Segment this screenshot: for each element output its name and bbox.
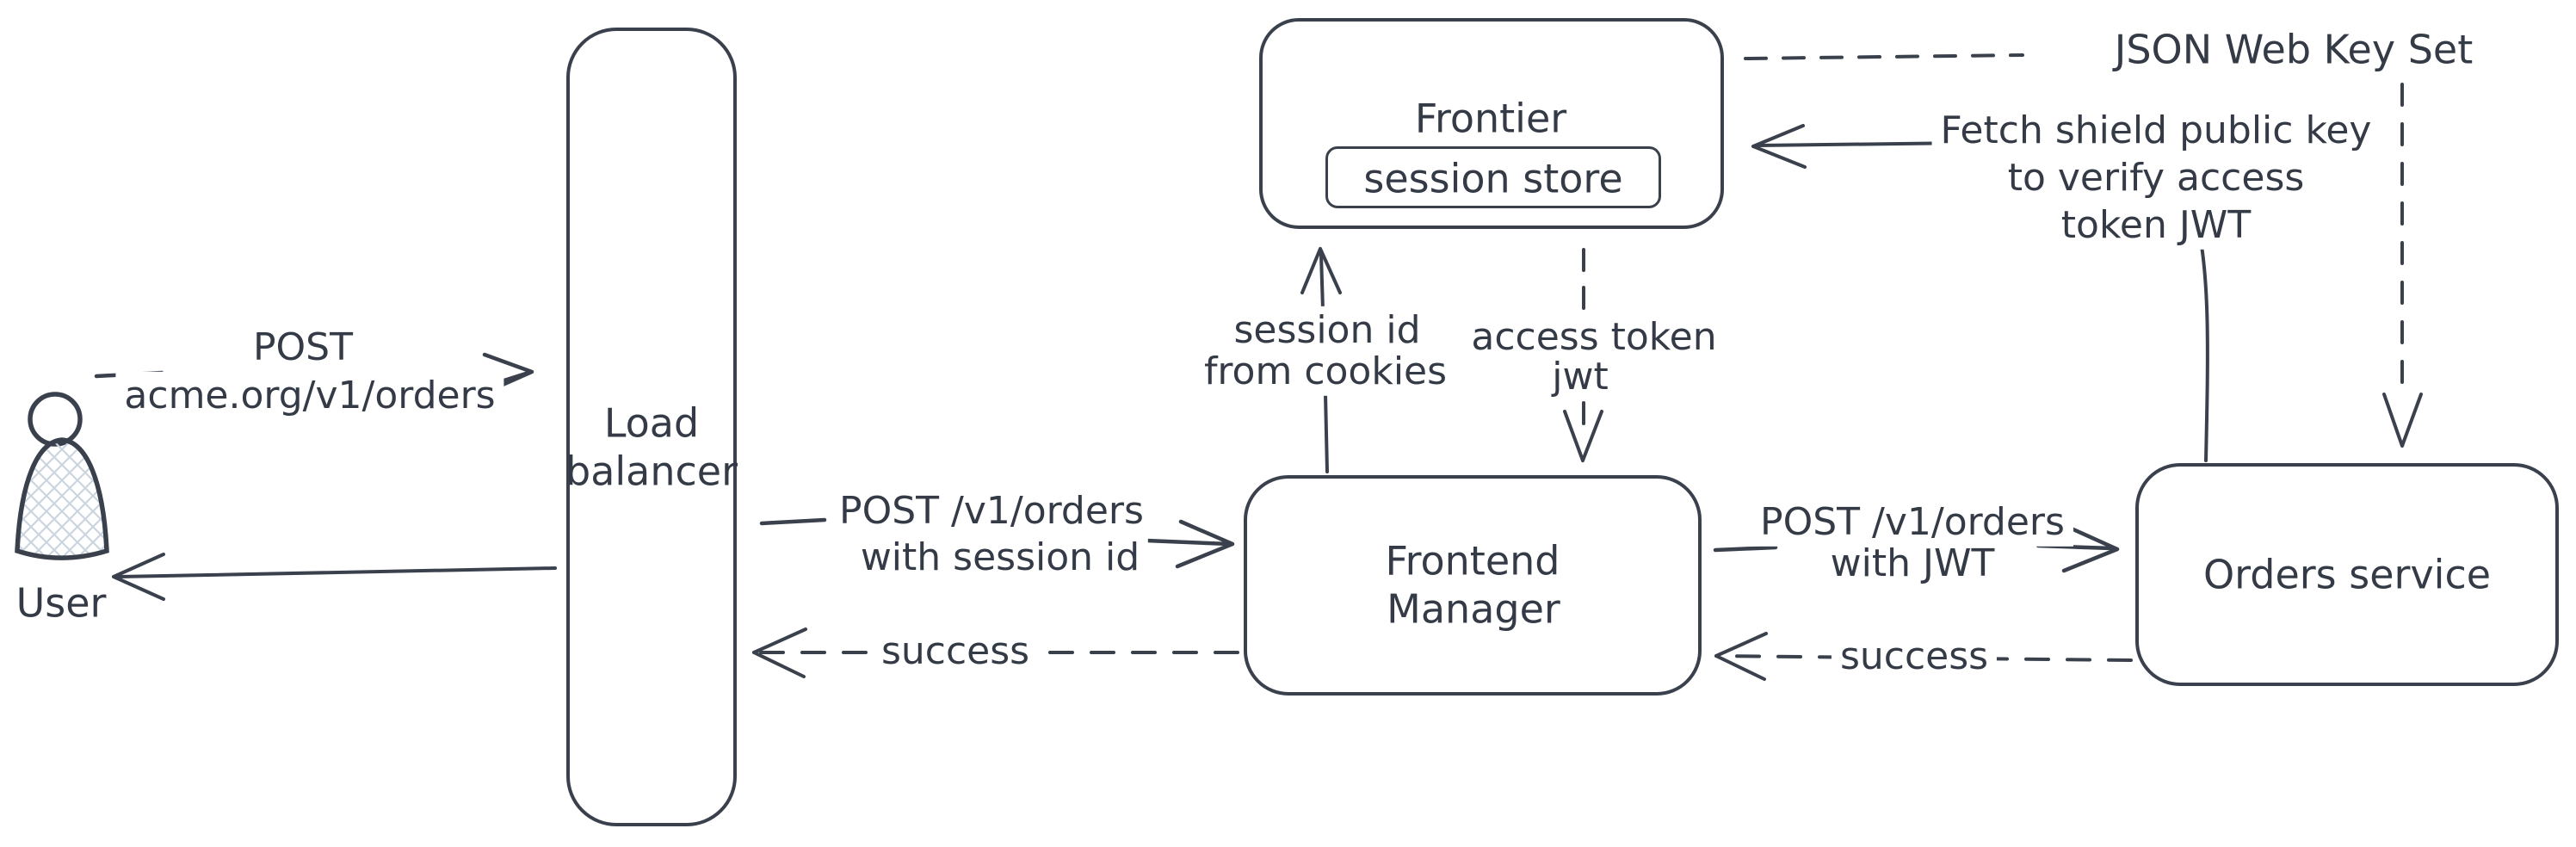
frontier-box — [1259, 18, 1724, 229]
edge-label-fetch-key-line2: to verify access — [1998, 153, 2313, 203]
frontier-label: Frontier — [1414, 95, 1567, 142]
edge-label-post-session-line2: with session id — [851, 533, 1149, 583]
edge-frontier-to-fm — [1563, 248, 1603, 462]
edge-label-post-acme-line1: POST — [244, 323, 361, 373]
edge-jwks-to-orders — [2382, 83, 2423, 448]
orders-service-label: Orders service — [2202, 551, 2492, 598]
session-store-label: session store — [1363, 155, 1623, 202]
user-icon — [15, 392, 109, 560]
edge-lb-to-user — [112, 553, 557, 601]
edge-label-session-id-line2: from cookies — [1195, 347, 1456, 397]
frontend-manager-label-line2: Manager — [1387, 585, 1560, 633]
edge-label-post-acme-line2: acme.org/v1/orders — [115, 371, 504, 421]
edge-label-fetch-key-line1: Fetch shield public key — [1931, 106, 2381, 156]
session-store-box — [1325, 146, 1661, 208]
edge-label-success-right: success — [1831, 632, 1998, 682]
frontend-manager-box — [1244, 475, 1702, 696]
edge-frontier-to-jwks — [1744, 53, 2024, 60]
edge-fm-to-frontier — [1300, 247, 1342, 473]
load-balancer-box — [566, 28, 737, 826]
edge-label-success-left: success — [872, 627, 1039, 677]
edge-label-access-token-line2: jwt — [1543, 352, 1617, 402]
frontend-manager-label-line1: Frontend — [1385, 537, 1560, 584]
edge-label-fetch-key-line3: token JWT — [2052, 201, 2260, 250]
edge-label-session-id-line1: session id — [1225, 306, 1430, 355]
edge-label-post-session-line1: POST /v1/orders — [831, 486, 1152, 536]
orders-service-box — [2135, 463, 2559, 686]
edge-fm-to-lb-success — [752, 628, 1239, 678]
edge-label-post-jwt-line1: POST /v1/orders — [1751, 498, 2073, 547]
load-balancer-label-line1: Load — [603, 399, 700, 447]
edge-label-jwks: JSON Web Key Set — [2105, 24, 2482, 76]
user-label: User — [15, 579, 107, 627]
edge-lb-to-fm — [759, 517, 1235, 569]
edge-label-post-jwt-line2: with JWT — [1821, 539, 2004, 589]
load-balancer-label-line2: balancer — [565, 448, 738, 495]
